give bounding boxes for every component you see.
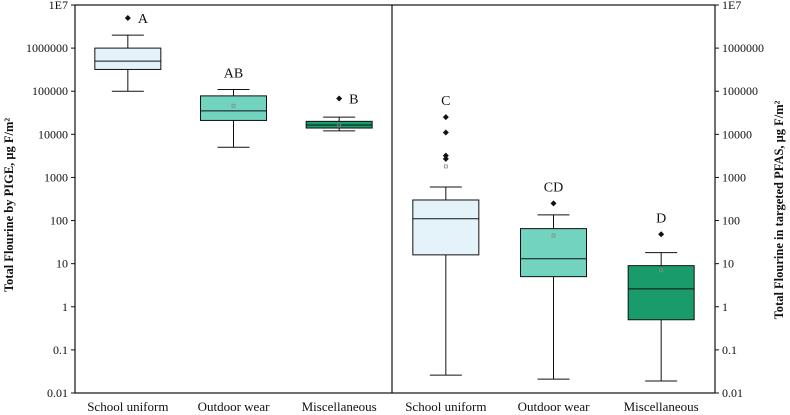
y-tick-label-right: 1000000 xyxy=(722,41,764,55)
y-axis-title-right: Total Flourine in targeted PFAS, μg F/m² xyxy=(772,100,786,319)
y-tick-label-right: 10000 xyxy=(722,127,752,141)
box-plot-series: A AB B C CD D xyxy=(94,12,695,382)
mean-marker xyxy=(231,103,236,108)
plot-frame xyxy=(74,4,716,394)
category-labels: School uniform Outdoor wear Miscellaneous S… xyxy=(87,399,699,414)
x-category-label: Outdoor wear xyxy=(198,399,271,414)
y-tick-label-right: 1E7 xyxy=(722,0,741,12)
y-tick-label-left: 1 xyxy=(62,300,68,314)
significance-label: CD xyxy=(544,180,563,195)
significance-label: A xyxy=(138,12,149,27)
mean-marker xyxy=(443,164,448,169)
y-tick-label-left: 1000 xyxy=(44,170,68,184)
y-tick-label-left: 10000 xyxy=(38,127,68,141)
outlier-point xyxy=(442,155,449,162)
significance-label: B xyxy=(349,92,358,107)
mean-marker xyxy=(659,268,664,273)
outlier-point xyxy=(658,231,665,238)
iqr-box xyxy=(520,228,587,278)
outlier-point xyxy=(336,95,343,102)
outlier-point xyxy=(442,152,449,159)
y-tick-label-left: 10 xyxy=(56,257,68,271)
y-tick-label-right: 1 xyxy=(722,300,728,314)
x-category-label: Miscellaneous xyxy=(624,399,699,414)
significance-label: D xyxy=(656,211,666,226)
y-tick-label-right: 0.1 xyxy=(722,343,737,357)
outlier-point xyxy=(124,14,131,21)
significance-label: C xyxy=(441,94,450,109)
outlier-point xyxy=(442,129,449,136)
y-tick-label-left: 0.1 xyxy=(53,343,68,357)
y-tick-label-left: 100 xyxy=(50,214,68,228)
y-tick-label-right: 100 xyxy=(722,214,740,228)
y-tick-label-right: 100000 xyxy=(722,84,758,98)
y-tick-label-left: 1E7 xyxy=(49,0,68,12)
y-tick-label-left: 1000000 xyxy=(26,41,68,55)
plot-border xyxy=(74,4,716,394)
y-tick-label-left: 100000 xyxy=(32,84,68,98)
box-outdoor-wear: AB xyxy=(200,66,267,148)
y-axis-title-left: Total Flourine by PIGE, μg F/m² xyxy=(2,118,16,293)
y-tick-label-right: 10 xyxy=(722,257,734,271)
iqr-box xyxy=(627,265,695,321)
mean-marker xyxy=(337,123,342,128)
y-tick-label-right: 1000 xyxy=(722,170,746,184)
box-school-uniform: C xyxy=(412,94,480,376)
x-category-label: School uniform xyxy=(405,399,486,414)
iqr-box xyxy=(200,95,267,121)
box-miscellaneous: D xyxy=(627,211,695,382)
x-category-label: School uniform xyxy=(87,399,168,414)
y-tick-label-left: 0.01 xyxy=(47,386,68,400)
iqr-box xyxy=(94,47,162,70)
significance-label: AB xyxy=(224,66,243,81)
outlier-point xyxy=(550,200,557,207)
outlier-point xyxy=(442,114,449,121)
box-school-uniform: A xyxy=(94,12,162,92)
box-outdoor-wear: CD xyxy=(520,180,587,380)
x-category-label: Outdoor wear xyxy=(518,399,591,414)
box-miscellaneous: B xyxy=(305,92,373,132)
mean-marker xyxy=(551,233,556,238)
iqr-box xyxy=(412,199,480,256)
y-axis-ticks: 0.01 0.01 0.1 0.1 1 1 10 10 100 100 1000 1000 10000 1… xyxy=(26,0,764,400)
y-tick-label-right: 0.01 xyxy=(722,386,743,400)
x-category-label: Miscellaneous xyxy=(302,399,377,414)
